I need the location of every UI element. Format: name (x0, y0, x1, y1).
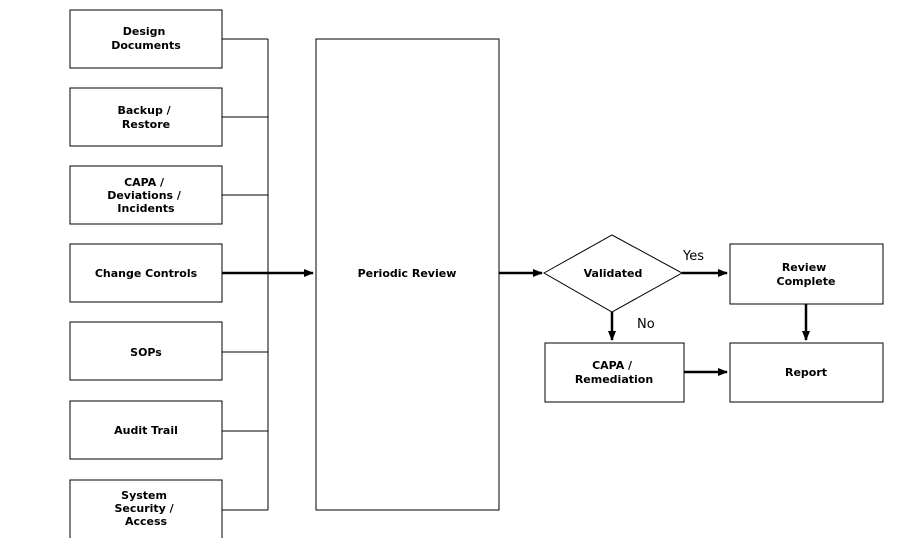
input-audit-trail: Audit Trail (69, 400, 223, 460)
yes-label: Yes (682, 249, 704, 264)
input-design-documents: Design Documents (69, 9, 223, 69)
no-label: No (637, 317, 655, 332)
review-complete-label: Review Complete (777, 261, 836, 288)
capa-remediation-label: CAPA / Remediation (575, 359, 653, 386)
validated-decision: Validated (542, 234, 684, 313)
input-capa-deviations-incidents-label: CAPA / Deviations / Incidents (107, 176, 185, 215)
periodic-review-label: Periodic Review (358, 267, 457, 280)
input-sops: SOPs (69, 321, 223, 381)
input-backup-restore-label: Backup / Restore (117, 104, 174, 131)
input-system-security-access: System Security / Access (69, 479, 223, 538)
review-complete-box: Review Complete (729, 243, 884, 305)
report-label: Report (785, 366, 827, 379)
validated-label: Validated (584, 267, 643, 280)
input-capa-deviations-incidents: CAPA / Deviations / Incidents (69, 165, 223, 225)
input-change-controls-label: Change Controls (95, 267, 198, 280)
input-design-documents-label: Design Documents (111, 25, 181, 52)
input-change-controls: Change Controls (69, 243, 223, 303)
input-connectors (222, 38, 269, 511)
input-sops-label: SOPs (130, 346, 162, 359)
input-audit-trail-label: Audit Trail (114, 424, 178, 437)
capa-remediation-box: CAPA / Remediation (544, 342, 685, 403)
input-system-security-access-label: System Security / Access (114, 489, 177, 528)
periodic-review-box: Periodic Review (315, 38, 500, 511)
input-backup-restore: Backup / Restore (69, 87, 223, 147)
report-box: Report (729, 342, 884, 403)
